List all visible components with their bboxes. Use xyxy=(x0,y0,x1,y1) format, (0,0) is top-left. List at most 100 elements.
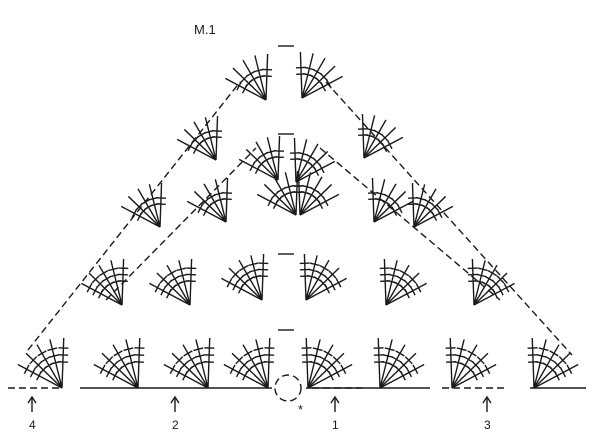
stitch-tick xyxy=(413,365,418,374)
row-arrow: 4 xyxy=(28,397,36,432)
double-crochet-stitch xyxy=(306,338,308,388)
stitch-fan xyxy=(302,338,353,388)
double-crochet-stitch xyxy=(194,191,226,222)
stitch-fan xyxy=(121,183,166,227)
double-crochet-stitch xyxy=(534,353,570,388)
stitch-tick xyxy=(407,368,412,377)
double-crochet-stitch xyxy=(128,196,160,227)
stitch-tick xyxy=(117,357,126,362)
double-crochet-stitch xyxy=(160,183,162,227)
stitch-tick xyxy=(99,271,108,276)
double-crochet-stitch xyxy=(450,338,452,388)
stitch-tick xyxy=(400,271,409,276)
double-crochet-stitch xyxy=(296,151,328,182)
stitch-tick xyxy=(170,365,175,374)
stitch-tick xyxy=(167,271,176,276)
double-crochet-stitch xyxy=(232,353,268,388)
stitch-tick xyxy=(170,276,179,281)
magic-ring xyxy=(275,375,301,401)
stitch-tick xyxy=(335,368,340,377)
double-crochet-stitch xyxy=(26,353,62,388)
double-crochet-stitch xyxy=(384,259,386,305)
double-crochet-stitch xyxy=(172,353,208,388)
double-crochet-stitch xyxy=(308,353,344,388)
stitch-tick xyxy=(479,368,484,377)
stitch-fan xyxy=(408,183,453,227)
double-crochet-stitch xyxy=(62,338,64,388)
double-crochet-stitch xyxy=(302,66,335,98)
stitch-tick xyxy=(324,351,333,356)
stitch-fan xyxy=(358,114,403,158)
stitch-tick xyxy=(233,281,238,290)
stitch-tick xyxy=(320,266,329,271)
double-crochet-stitch xyxy=(306,268,339,300)
stitch-tick xyxy=(488,271,497,276)
row-arrow: 2 xyxy=(171,397,179,432)
double-crochet-stitch xyxy=(378,338,380,388)
double-crochet-stitch xyxy=(380,353,416,388)
chain-outline-right xyxy=(326,82,572,355)
stitch-tick xyxy=(31,368,36,377)
stitch-tick xyxy=(242,271,251,276)
double-crochet-stitch xyxy=(246,149,278,180)
double-crochet-stitch xyxy=(229,268,262,300)
stitch-fan xyxy=(374,338,425,388)
stitch-fan xyxy=(177,116,222,160)
stitch-tick xyxy=(317,271,326,276)
double-crochet-stitch xyxy=(266,54,268,100)
stitch-tick xyxy=(114,351,123,356)
stitch-tick xyxy=(24,365,29,374)
stitch-tick xyxy=(410,286,415,295)
stitch-tick xyxy=(244,351,253,356)
double-crochet-stitch xyxy=(412,183,414,227)
stitch-tick xyxy=(87,283,92,292)
stitch-tick xyxy=(397,276,406,281)
double-crochet-stitch xyxy=(472,259,474,305)
double-crochet-stitch xyxy=(226,178,228,222)
double-crochet-stitch xyxy=(300,52,302,98)
stitch-fan xyxy=(81,259,128,305)
double-crochet-stitch xyxy=(304,254,306,300)
stitch-tick xyxy=(341,365,346,374)
stitch-tick xyxy=(485,276,494,281)
stitch-tick xyxy=(313,69,322,74)
double-crochet-stitch xyxy=(138,338,140,388)
stitch-tick xyxy=(187,357,196,362)
stitch-tick xyxy=(330,281,335,290)
row-label: 1 xyxy=(332,418,339,432)
chart-title: M.1 xyxy=(194,22,216,37)
stitch-tick xyxy=(550,351,559,356)
stitch-tick xyxy=(237,81,242,90)
stitch-tick xyxy=(546,357,555,362)
double-crochet-stitch xyxy=(264,184,296,215)
start-marker: * xyxy=(298,402,303,417)
stitch-fan xyxy=(446,338,497,388)
stitch-fan xyxy=(164,338,215,388)
stitch-fan xyxy=(149,259,196,305)
stitch-tick xyxy=(336,278,341,287)
double-crochet-stitch xyxy=(414,196,446,227)
double-crochet-stitch xyxy=(300,184,332,215)
stitch-tick xyxy=(237,368,242,377)
double-crochet-stitch xyxy=(452,353,488,388)
stitch-tick xyxy=(230,365,235,374)
stitch-tick xyxy=(102,276,111,281)
row-label: 4 xyxy=(29,418,36,432)
stitch-fan xyxy=(296,52,343,98)
stitch-tick xyxy=(177,368,182,377)
stitch-tick xyxy=(561,368,566,377)
stitch-tick xyxy=(107,368,112,377)
stitch-tick xyxy=(392,357,401,362)
stitch-tick xyxy=(41,357,50,362)
chain-outline-left xyxy=(28,82,240,350)
stitch-tick xyxy=(239,266,248,271)
row-arrow: 3 xyxy=(483,397,491,432)
stitch-fan xyxy=(221,254,268,300)
stitch-tick xyxy=(227,278,232,287)
stitch-tick xyxy=(567,365,572,374)
stitch-fan xyxy=(380,259,427,305)
double-crochet-stitch xyxy=(157,273,190,305)
double-crochet-stitch xyxy=(208,338,210,388)
double-crochet-stitch xyxy=(362,114,364,158)
